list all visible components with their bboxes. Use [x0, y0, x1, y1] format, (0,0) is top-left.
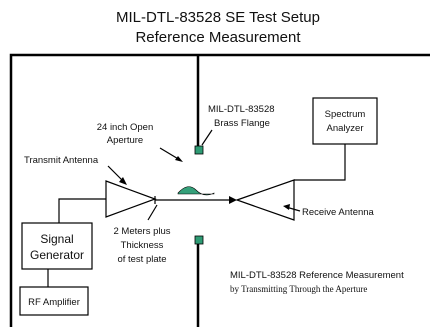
aperture-label-line-2: Aperture [107, 135, 143, 146]
receive-antenna-pointer-head [283, 204, 290, 210]
receive-antenna [235, 179, 295, 221]
note-line-1: MIL-DTL-83528 Reference Measurement [230, 270, 404, 281]
title-line-2: Reference Measurement [135, 29, 301, 46]
signal-generator-box [21, 222, 93, 270]
brass-flange-upper [194, 145, 204, 155]
signal-generator-label-line-2: Generator [30, 248, 84, 262]
note-line-2: by Transmitting Through the Aperture [230, 284, 367, 294]
distance-label-line-1: 2 Meters plus [113, 226, 170, 237]
distance-arrow-head [229, 196, 237, 204]
spectrum-analyzer-label-line-2: Analyzer [327, 123, 364, 134]
brass-flange-lower [194, 235, 204, 245]
receive-cable [294, 144, 346, 181]
transmit-cable [58, 198, 106, 223]
spectrum-analyzer-label-line-1: Spectrum [325, 109, 366, 120]
distance-pointer [147, 204, 158, 221]
flange-pointer [201, 129, 213, 146]
transmit-antenna [105, 180, 157, 218]
distance-label-line-2: Thickness [121, 240, 164, 251]
flange-label-line-1: MIL-DTL-83528 [208, 104, 275, 115]
rf-amplifier-label: RF Amplifier [28, 297, 80, 308]
title-line-1: MIL-DTL-83528 SE Test Setup [116, 9, 320, 26]
aperture-pointer-head [175, 156, 183, 162]
wave-icon [177, 186, 215, 196]
receive-antenna-label: Receive Antenna [302, 207, 375, 218]
aperture-label-line-1: 24 inch Open [97, 122, 154, 133]
rf-amplifier-box [19, 286, 89, 316]
enclosure-wall [9, 53, 430, 327]
flange-label-line-2: Brass Flange [214, 118, 270, 129]
spectrum-analyzer-box [312, 97, 378, 145]
transmit-antenna-pointer-head [119, 177, 127, 185]
signal-generator-label-line-1: Signal [40, 232, 73, 246]
transmit-antenna-label: Transmit Antenna [24, 155, 99, 166]
distance-label-line-3: of test plate [117, 254, 166, 265]
